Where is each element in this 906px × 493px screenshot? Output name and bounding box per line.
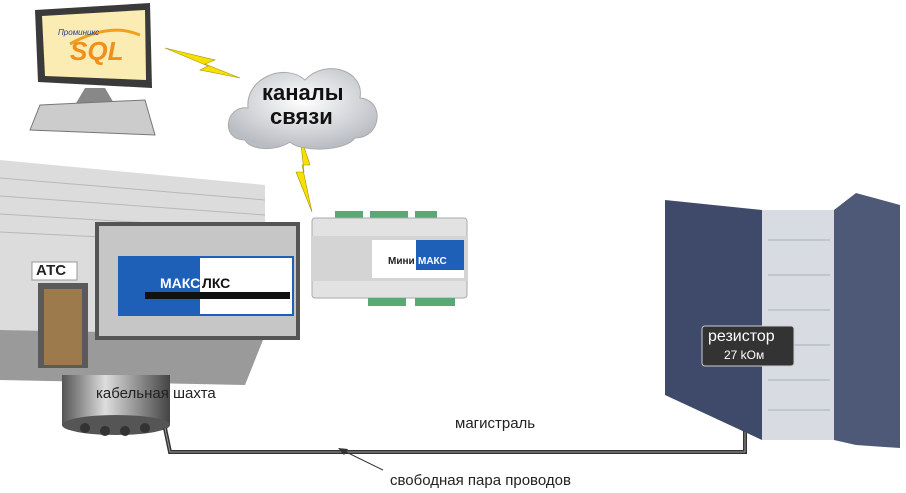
resistor-value: 27 kОм: [724, 348, 765, 362]
mini-title-left: Мини: [388, 256, 415, 267]
lightning-bolt-icon: [164, 47, 241, 79]
maks-title-left: МАКС: [160, 275, 201, 291]
logo-brand: Проминикс: [58, 28, 100, 37]
trunk-cable: [163, 360, 747, 454]
shaft-label: кабельная шахта: [96, 385, 216, 402]
maks-lks-device: [95, 222, 300, 340]
free-pair-label: свободная пара проводов: [390, 472, 571, 489]
monitor-icon: [29, 3, 156, 136]
cloud-label-line2: связи: [270, 104, 333, 129]
trunk-label: магистраль: [455, 415, 536, 432]
resistor-label: резистор: [708, 328, 775, 345]
trunk-cable-inner: [164, 360, 746, 453]
pointer-arrow: [341, 449, 384, 471]
cross-cabinet: [665, 193, 900, 448]
cable-shaft: [62, 375, 170, 436]
cloud-icon: [228, 68, 378, 150]
mini-title-right: МАКС: [418, 256, 447, 267]
logo-product: SQL: [70, 36, 124, 66]
lightning-bolt-icon: [295, 134, 313, 213]
cloud-label-line1: каналы: [262, 80, 344, 105]
maks-title-right: ЛКС: [202, 275, 231, 291]
ats-label: АТС: [36, 262, 67, 279]
minimaks-device: [311, 211, 468, 306]
